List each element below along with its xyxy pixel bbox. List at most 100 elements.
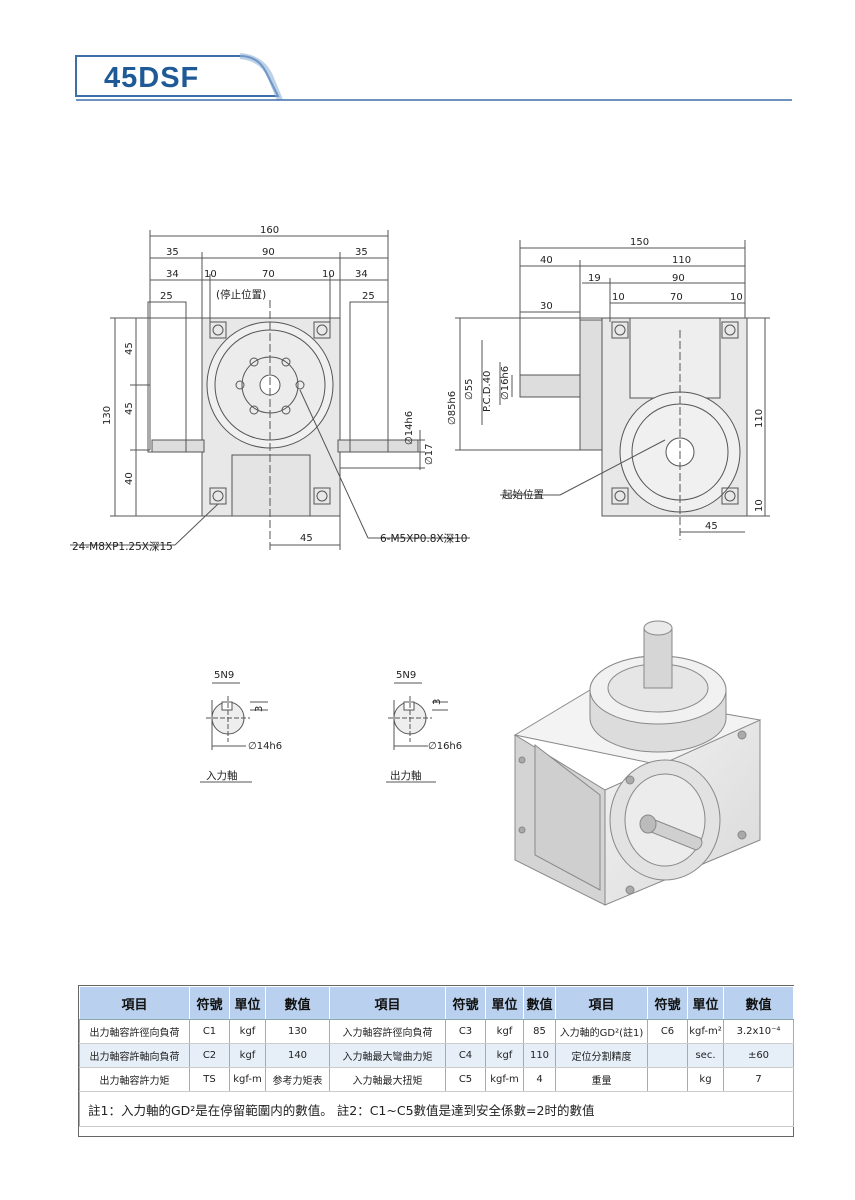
table-cell: 参考力矩表 <box>265 1067 330 1092</box>
start-position-label: 起始位置 <box>502 488 544 501</box>
side-view-dimensions: 150 40 110 19 90 10 70 10 30 ∅85h6 ∅55 P… <box>447 237 765 532</box>
dim-16h6: ∅16h6 <box>500 366 511 400</box>
dim-90: 90 <box>672 273 685 284</box>
input-shaft-diameter: ∅14h6 <box>248 741 282 752</box>
table-cell: kg <box>687 1067 724 1092</box>
header-value: 數值 <box>723 986 794 1020</box>
header-item: 項目 <box>79 986 190 1020</box>
note-row: 註1：入力軸的GD²是在停留範圍内的數值。 註2：C1~C5數值是達到安全係數=… <box>79 1091 794 1127</box>
table-cell: sec. <box>687 1043 724 1068</box>
isometric-view <box>513 620 762 906</box>
dim-mid-70: 70 <box>262 269 275 280</box>
header-item: 項目 <box>555 986 648 1020</box>
table-cell: 出力軸容許軸向負荷 <box>79 1043 190 1068</box>
dim-55: ∅55 <box>464 379 475 400</box>
table-row: 出力軸容許力矩 TS kgf-m 参考力矩表 入力軸最大扭矩 C5 kgf-m … <box>79 1067 794 1092</box>
dim-110: 110 <box>672 255 691 266</box>
spec-header-row: 項目 符號 單位 數值 項目 符號 單位 數值 項目 符號 單位 數值 <box>79 986 794 1020</box>
table-cell: 出力軸容許力矩 <box>79 1067 190 1092</box>
tap-holes-24-label: 24-M8XP1.25X深15 <box>72 541 173 553</box>
table-cell: kgf <box>485 1019 524 1044</box>
dim-side-45: 45 <box>705 521 718 532</box>
table-cell: 7 <box>723 1067 794 1092</box>
table-cell: 出力軸容許徑向負荷 <box>79 1019 190 1044</box>
table-cell <box>647 1067 688 1092</box>
dim-70: 70 <box>670 292 683 303</box>
left-shaft <box>151 439 205 453</box>
table-cell: 重量 <box>555 1067 648 1092</box>
output-key-depth: 3 <box>432 699 443 705</box>
output-key-width: 5N9 <box>396 670 416 681</box>
dim-h45a: 45 <box>124 342 135 355</box>
table-cell: C6 <box>647 1019 688 1044</box>
key-detail-output <box>386 682 448 783</box>
left-shaft-outline <box>147 301 187 453</box>
page-header: 45DSF <box>0 0 855 110</box>
dim-left-25: 25 <box>160 291 173 302</box>
table-cell: 140 <box>265 1043 330 1068</box>
dim-right-10: 10 <box>322 269 335 280</box>
right-shaft-outline <box>349 301 389 453</box>
spec-table: 項目 符號 單位 數值 項目 符號 單位 數值 項目 符號 單位 數值 出力軸容… <box>78 985 794 1137</box>
table-cell: kgf-m² <box>687 1019 724 1044</box>
table-cell: 4 <box>523 1067 556 1092</box>
dim-left-35: 35 <box>166 247 179 258</box>
output-shaft-caption: 出力軸 <box>390 769 422 782</box>
dim-85h6: ∅85h6 <box>447 391 458 425</box>
input-key-width: 5N9 <box>214 670 234 681</box>
dim-160: 160 <box>260 225 279 236</box>
table-cell: 入力軸最大扭矩 <box>329 1067 446 1092</box>
dim-shaft-14h6: ∅14h6 <box>404 411 415 445</box>
dim-h110: 110 <box>754 409 765 428</box>
dim-h10: 10 <box>754 499 765 512</box>
dim-h45b: 45 <box>124 402 135 415</box>
table-cell: kgf-m <box>229 1067 266 1092</box>
dim-height-130: 130 <box>102 406 113 425</box>
table-cell: kgf <box>229 1043 266 1068</box>
table-cell <box>647 1043 688 1068</box>
table-cell: 入力軸容許徑向負荷 <box>329 1019 446 1044</box>
table-cell: kgf <box>229 1019 266 1044</box>
header-unit: 單位 <box>229 986 266 1020</box>
header-value: 數值 <box>265 986 330 1020</box>
dim-right-35: 35 <box>355 247 368 258</box>
dim-10b: 10 <box>730 292 743 303</box>
dim-right-34: 34 <box>355 269 368 280</box>
table-cell: 定位分割精度 <box>555 1043 648 1068</box>
dim-mid-90: 90 <box>262 247 275 258</box>
key-detail-input <box>200 682 268 783</box>
dim-h40: 40 <box>124 472 135 485</box>
table-cell: C4 <box>445 1043 486 1068</box>
table-cell: C5 <box>445 1067 486 1092</box>
table-cell: kgf <box>485 1043 524 1068</box>
table-cell: 85 <box>523 1019 556 1044</box>
dim-150: 150 <box>630 237 649 248</box>
dim-10a: 10 <box>612 292 625 303</box>
dim-left-34: 34 <box>166 269 179 280</box>
table-cell: 入力軸的GD²(註1) <box>555 1019 648 1044</box>
side-output-shaft <box>519 374 581 398</box>
dim-bottom-45: 45 <box>300 533 313 544</box>
input-shaft-caption: 入力軸 <box>206 769 238 782</box>
tap-holes-6-label: 6-M5XP0.8X深10 <box>380 533 468 545</box>
table-cell: ±60 <box>723 1043 794 1068</box>
stop-position-label: (停止位置) <box>216 288 266 301</box>
front-view-dimensions: 160 35 90 35 34 10 70 10 34 25 25 (停止位置)… <box>72 225 468 553</box>
input-key-depth: 3 <box>254 706 265 712</box>
table-cell: C2 <box>189 1043 230 1068</box>
dim-40: 40 <box>540 255 553 266</box>
header-symbol: 符號 <box>189 986 230 1020</box>
dim-pcd40: P.C.D.40 <box>482 371 493 412</box>
header-item: 項目 <box>329 986 446 1020</box>
front-view <box>70 230 470 550</box>
dim-d17: ∅17 <box>424 444 435 465</box>
table-cell: 3.2x10⁻⁴ <box>723 1019 794 1044</box>
side-view <box>455 240 770 540</box>
header-symbol: 符號 <box>445 986 486 1020</box>
table-row: 出力軸容許軸向負荷 C2 kgf 140 入力軸最大彎曲力矩 C4 kgf 11… <box>79 1043 794 1068</box>
header-symbol: 符號 <box>647 986 688 1020</box>
table-cell: C1 <box>189 1019 230 1044</box>
dim-right-25: 25 <box>362 291 375 302</box>
output-shaft-diameter: ∅16h6 <box>428 741 462 752</box>
dim-19: 19 <box>588 273 601 284</box>
